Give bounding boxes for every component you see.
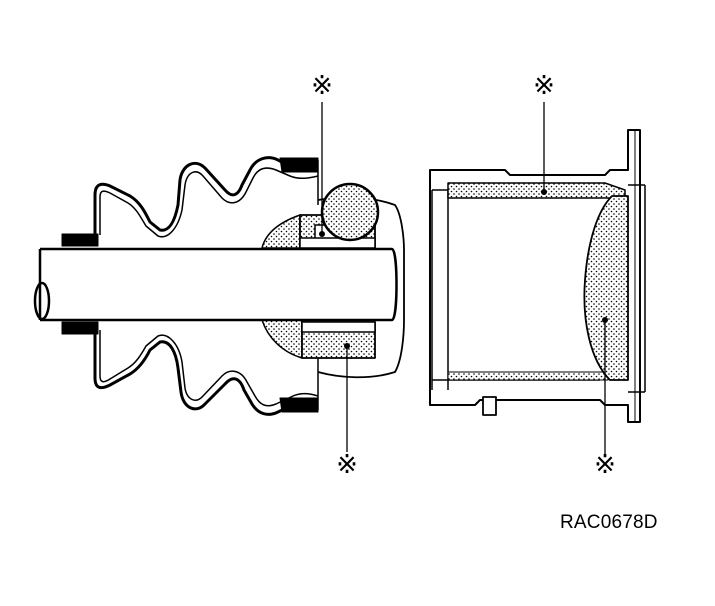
joint-assembly-left	[33, 156, 405, 416]
reference-mark-inner-race: ※	[336, 450, 358, 480]
boot-clamp-large-bottom	[279, 397, 319, 413]
inner-race-upper-core	[299, 237, 376, 249]
reference-mark-end-grease: ※	[594, 450, 616, 480]
ball-bearing	[320, 182, 380, 242]
boot-clamp-small-top	[61, 233, 99, 247]
grease-end-mound	[583, 195, 629, 381]
boot-clamp-large-top	[279, 157, 319, 173]
housing-outline	[429, 129, 641, 423]
figure-code: RAC0678D	[560, 512, 658, 533]
grease-housing-band-top	[447, 182, 626, 199]
housing-assembly-right	[429, 129, 646, 423]
leader-dots	[319, 189, 608, 349]
boot-upper-outer	[93, 156, 319, 235]
boot-upper-inner	[99, 167, 319, 238]
boot-clamp-small-bottom	[61, 321, 99, 335]
grease-housing-band-bottom	[447, 371, 609, 381]
reference-mark-ball: ※	[311, 71, 333, 101]
shaft-end	[33, 281, 51, 321]
boot-lower-inner	[99, 330, 319, 407]
grease-housing-bottom	[261, 319, 303, 359]
boot-lower-outer	[93, 330, 319, 416]
inner-race-lower-core	[301, 321, 376, 333]
drive-shaft	[40, 247, 398, 322]
leader-lines	[321, 102, 606, 455]
drain-plug	[482, 396, 497, 416]
reference-mark-housing-band: ※	[533, 71, 555, 101]
grease-housing-top	[261, 214, 301, 249]
